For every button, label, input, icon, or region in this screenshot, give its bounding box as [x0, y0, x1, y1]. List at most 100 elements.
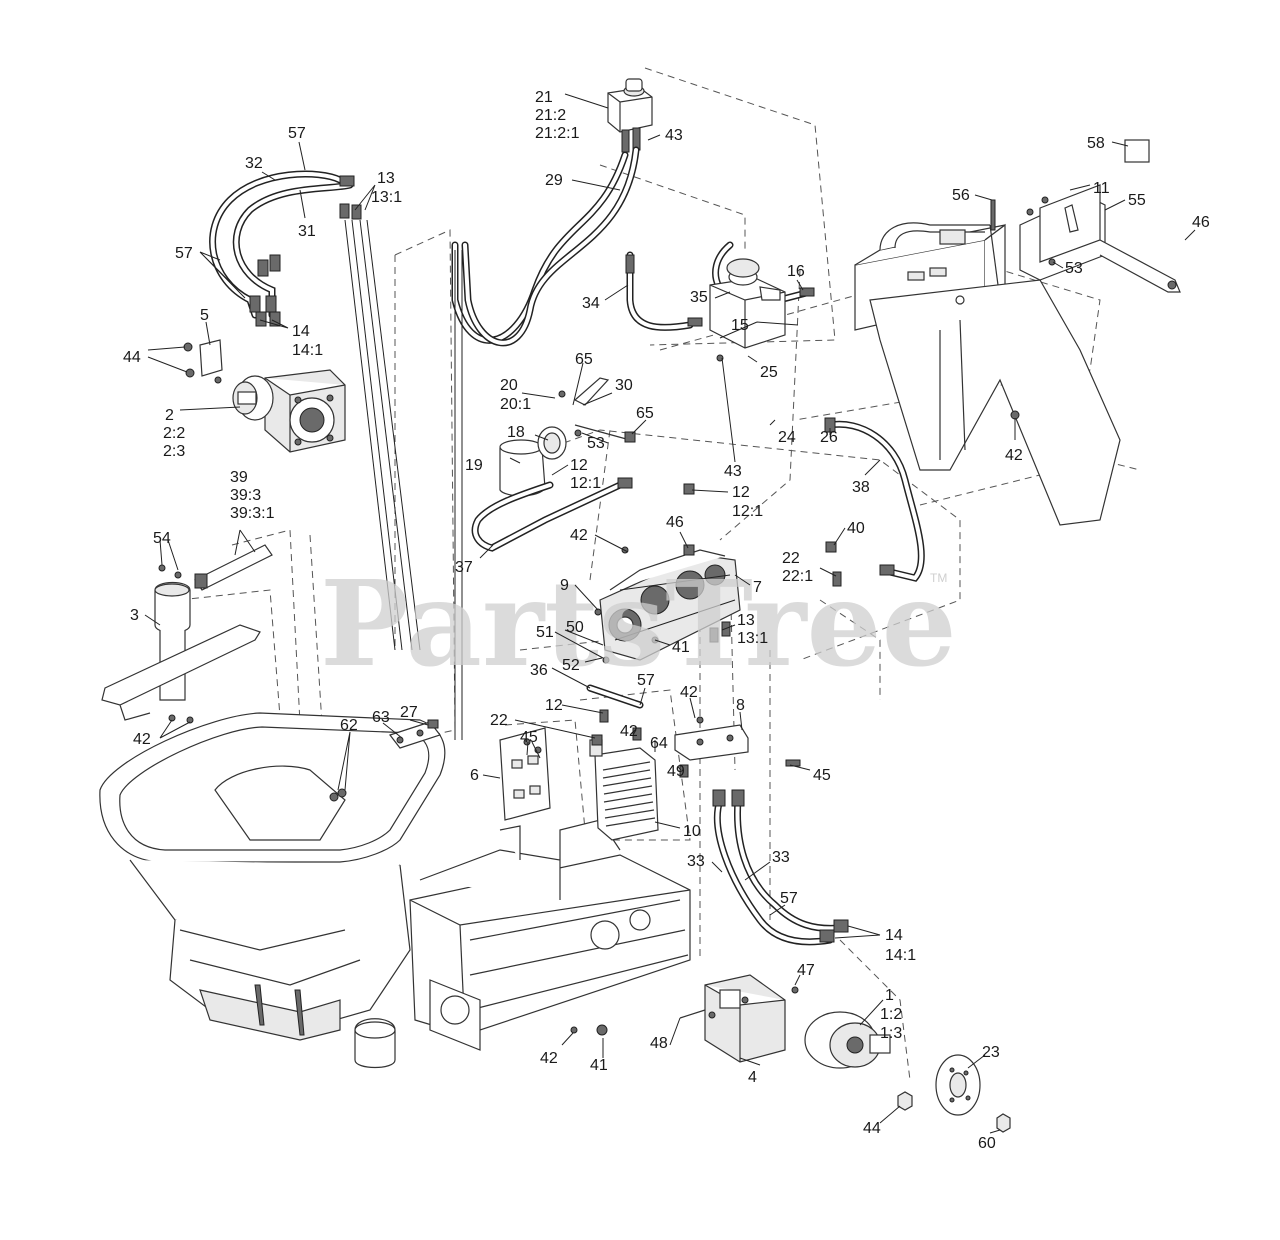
callout-24: 24: [778, 429, 796, 446]
suction-hose: [471, 477, 633, 552]
wheel-motor-hoses-right: [712, 789, 849, 946]
main-frame: [409, 819, 691, 1051]
pump-hose: [586, 684, 644, 741]
callout-7: 7: [753, 579, 762, 596]
callout-64: 64: [650, 735, 668, 752]
callout-38: 38: [852, 479, 870, 496]
callout-50: 50: [566, 619, 584, 636]
callout-8: 8: [736, 697, 745, 714]
callout-57: 57: [637, 672, 655, 689]
callout-45: 45: [813, 767, 831, 784]
callout-41: 41: [672, 639, 690, 656]
callout-4: 4: [748, 1069, 757, 1086]
callout-44: 44: [863, 1120, 881, 1137]
callout-33: 33: [772, 849, 790, 866]
watermark-tm: TM: [930, 571, 947, 585]
callout-53: 53: [587, 435, 605, 452]
callout-40: 40: [847, 520, 865, 537]
mounting-plate: [499, 727, 551, 821]
callout-33: 33: [687, 853, 705, 870]
callout-54: 54: [153, 530, 171, 547]
spreader-bracket: [389, 719, 441, 749]
callout-49: 49: [667, 763, 685, 780]
callout-57: 57: [780, 890, 798, 907]
callout-57: 57: [288, 125, 306, 142]
callout-44: 44: [123, 349, 141, 366]
callout-23: 23: [982, 1044, 1000, 1061]
callout-35: 35: [690, 289, 708, 306]
callout-16: 16: [787, 263, 805, 280]
callout-5: 5: [200, 307, 209, 324]
callout-55: 55: [1128, 192, 1146, 209]
hydraulic-tubes: [344, 219, 463, 740]
callout-9: 9: [560, 577, 569, 594]
wheel-hub: [897, 1054, 1011, 1133]
callout-42: 42: [570, 527, 588, 544]
callout-10: 10: [683, 823, 701, 840]
callout-26: 26: [820, 429, 838, 446]
callout-46: 46: [666, 514, 684, 531]
wheel-motor-hoses-left: [209, 170, 362, 319]
callout-53: 53: [1065, 260, 1083, 277]
callout-46: 46: [1192, 214, 1210, 231]
callout-29: 29: [545, 172, 563, 189]
callout-43: 43: [665, 127, 683, 144]
callout-34: 34: [582, 295, 600, 312]
callout-37: 37: [455, 559, 473, 576]
callout-12: 12: [545, 697, 563, 714]
callout-18: 18: [507, 424, 525, 441]
callout-42: 42: [1005, 447, 1023, 464]
callout-15: 15: [731, 317, 749, 334]
pump-fittings: [683, 483, 842, 587]
callout-56: 56: [952, 187, 970, 204]
callout-43: 43: [724, 463, 742, 480]
callout-25: 25: [760, 364, 778, 381]
leader-lines: [144, 93, 1196, 1134]
spreader-motor: [101, 544, 273, 724]
callout-51: 51: [536, 624, 554, 641]
callout-41: 41: [590, 1057, 608, 1074]
callout-6: 6: [470, 767, 479, 784]
callout-42: 42: [133, 731, 151, 748]
callout-11: 11: [1093, 180, 1110, 197]
watermark-text: PartsTree: [320, 554, 957, 693]
callout-62: 62: [340, 717, 358, 734]
watermark: PartsTree TM: [320, 554, 957, 693]
callout-45: 45: [520, 729, 538, 746]
callout-31: 31: [298, 223, 316, 240]
callout-42: 42: [620, 723, 638, 740]
callout-42: 42: [680, 684, 698, 701]
hydraulic-pump: [594, 544, 741, 664]
rear-frame-assembly: [854, 222, 1121, 526]
callout-52: 52: [562, 657, 580, 674]
callout-58: 58: [1087, 135, 1105, 152]
callout-3: 3: [130, 607, 139, 624]
oil-cooler: [589, 734, 659, 841]
hydraulic-reservoir-assembly: [607, 78, 653, 153]
callout-65: 65: [636, 405, 654, 422]
spreader-hopper: [99, 712, 446, 1069]
filter-assembly: [499, 377, 636, 497]
callout-47: 47: [797, 962, 815, 979]
callout-19: 19: [465, 457, 483, 474]
callout-65: 65: [575, 351, 593, 368]
callout-60: 60: [978, 1135, 996, 1152]
callout-42: 42: [540, 1050, 558, 1067]
callout-63: 63: [372, 709, 390, 726]
callout-22: 22: [490, 712, 508, 729]
hydraulic-hoses-upper: [451, 146, 815, 347]
pump-bracket: [674, 716, 801, 778]
